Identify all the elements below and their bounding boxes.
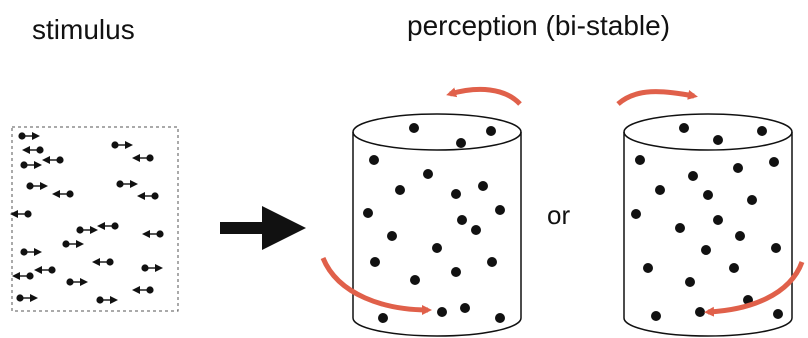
dot <box>701 245 711 255</box>
dot <box>747 195 757 205</box>
dot <box>757 126 767 136</box>
dot <box>495 313 505 323</box>
dot <box>106 258 114 266</box>
curved-rotation-arrow-icon <box>704 261 805 317</box>
dot <box>713 135 723 145</box>
cylinder-right-bottom <box>623 317 793 337</box>
cylinder-right <box>616 89 805 337</box>
cylinder-left <box>320 86 522 337</box>
dot <box>369 155 379 165</box>
dot <box>695 307 705 317</box>
dot <box>460 303 470 313</box>
dot <box>76 226 84 234</box>
dot <box>471 225 481 235</box>
dot <box>111 222 119 230</box>
dot <box>36 146 44 154</box>
dot <box>771 243 781 253</box>
dot <box>146 286 154 294</box>
stimulus-dots <box>10 132 164 304</box>
right-arrow-icon <box>220 206 306 250</box>
dot <box>487 257 497 267</box>
dot <box>451 267 461 277</box>
dot <box>66 190 74 198</box>
dot <box>56 156 64 164</box>
dot <box>773 309 783 319</box>
dot <box>26 182 34 190</box>
curved-rotation-arrow-icon <box>616 89 698 106</box>
dot <box>20 161 28 169</box>
dot <box>713 215 723 225</box>
dot <box>156 230 164 238</box>
or-label: or <box>547 200 571 230</box>
dot <box>456 138 466 148</box>
dot <box>146 154 154 162</box>
dot <box>685 277 695 287</box>
dot <box>703 190 713 200</box>
dot <box>423 169 433 179</box>
dot <box>437 307 447 317</box>
dot <box>18 132 26 140</box>
dot <box>66 278 74 286</box>
dot <box>48 266 56 274</box>
dot <box>395 185 405 195</box>
dot <box>729 263 739 273</box>
dot <box>24 210 32 218</box>
dot <box>111 141 119 149</box>
dot <box>478 181 488 191</box>
dot <box>495 205 505 215</box>
cylinder-right-dots <box>631 123 783 321</box>
dot <box>675 223 685 233</box>
dot <box>20 248 28 256</box>
dot <box>679 123 689 133</box>
dot <box>688 171 698 181</box>
dot <box>635 155 645 165</box>
curved-rotation-arrow-icon <box>320 256 432 315</box>
dot <box>378 313 388 323</box>
dot <box>26 272 34 280</box>
curved-rotation-arrow-icon <box>446 86 522 106</box>
stimulus-label: stimulus <box>32 14 135 45</box>
dot <box>451 189 461 199</box>
dot <box>141 264 149 272</box>
dot <box>116 180 124 188</box>
dot <box>96 296 104 304</box>
dot <box>643 263 653 273</box>
cylinder-left-bottom <box>352 317 522 337</box>
dot <box>409 123 419 133</box>
dot <box>735 231 745 241</box>
dot <box>410 275 420 285</box>
dot <box>457 215 467 225</box>
dot <box>363 208 373 218</box>
dot <box>432 243 442 253</box>
stimulus-frame <box>11 126 179 312</box>
dot <box>16 294 24 302</box>
dot <box>655 185 665 195</box>
dot <box>151 192 159 200</box>
dot <box>62 240 70 248</box>
dot <box>651 311 661 321</box>
dot <box>733 163 743 173</box>
dot <box>387 231 397 241</box>
dot <box>769 157 779 167</box>
cylinder-left-dots <box>363 123 505 323</box>
dot <box>631 209 641 219</box>
dot <box>486 126 496 136</box>
perception-label: perception (bi-stable) <box>407 10 671 41</box>
dot <box>370 257 380 267</box>
